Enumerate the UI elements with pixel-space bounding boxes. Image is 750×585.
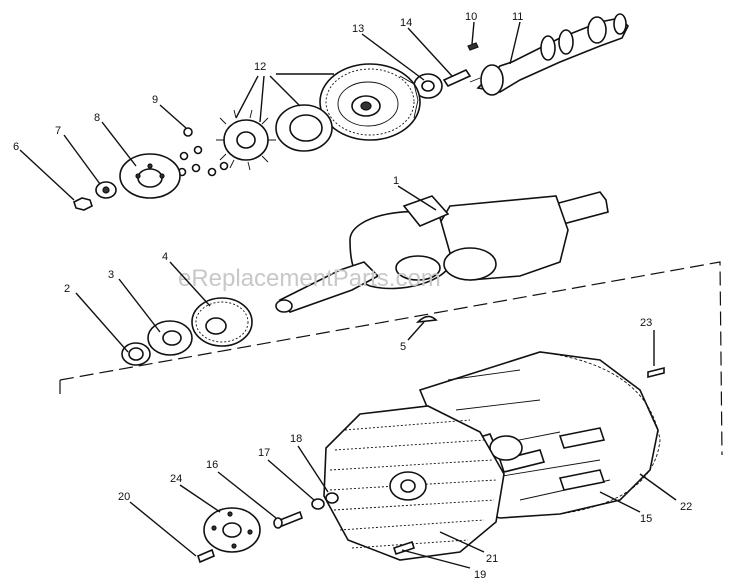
pin-part xyxy=(442,68,472,88)
screen-bolt-part xyxy=(392,540,416,556)
callout-14: 14 xyxy=(400,17,412,29)
lock-washer-part xyxy=(311,498,325,510)
leader-lines xyxy=(19,21,677,569)
flywheel-screen-part xyxy=(323,405,505,561)
camshaft-key-part xyxy=(467,42,479,51)
bolt-part xyxy=(273,510,303,529)
callout-19: 19 xyxy=(474,569,486,581)
callout-13: 13 xyxy=(352,23,364,35)
nut-part xyxy=(73,197,93,211)
cam-gear-part xyxy=(319,63,421,141)
callout-11: 11 xyxy=(512,11,523,23)
crank-gear-part xyxy=(191,297,253,347)
spacer-plate-part xyxy=(275,104,333,152)
bushing-part xyxy=(95,181,117,199)
callout-22: 22 xyxy=(680,501,692,513)
hub-plate-part xyxy=(203,507,261,553)
callout-15: 15 xyxy=(640,513,652,525)
woodruff-key-part xyxy=(415,315,438,324)
snap-ring-part xyxy=(121,342,151,366)
callout-1: 1 xyxy=(393,175,399,187)
dowel-pin-part xyxy=(647,366,665,379)
callout-24: 24 xyxy=(170,473,182,485)
thrust-washer-part xyxy=(147,320,193,356)
callout-8: 8 xyxy=(94,112,100,124)
callout-6: 6 xyxy=(13,141,19,153)
callout-23: 23 xyxy=(640,317,652,329)
assembly-boundary xyxy=(59,261,723,456)
callout-2: 2 xyxy=(64,283,70,295)
governor-spider-part xyxy=(216,109,276,171)
callout-21: 21 xyxy=(486,553,498,565)
callout-9: 9 xyxy=(152,94,158,106)
watermark-text: eReplacementParts.com xyxy=(178,265,441,292)
camshaft-part xyxy=(469,13,629,96)
callout-20: 20 xyxy=(118,491,130,503)
flange-nut-part xyxy=(325,492,339,504)
callout-3: 3 xyxy=(108,269,114,281)
callout-4: 4 xyxy=(162,251,168,263)
callout-7: 7 xyxy=(55,125,61,137)
callout-18: 18 xyxy=(290,433,302,445)
flange-disc-part xyxy=(119,153,181,199)
bolt-small-part xyxy=(197,548,215,564)
callout-5: 5 xyxy=(400,341,406,353)
callout-12: 12 xyxy=(254,61,266,73)
ball-bearing-part xyxy=(177,127,229,177)
callout-10: 10 xyxy=(465,11,477,23)
callout-16: 16 xyxy=(206,459,218,471)
callout-17: 17 xyxy=(258,447,270,459)
crankshaft-part xyxy=(275,191,609,313)
